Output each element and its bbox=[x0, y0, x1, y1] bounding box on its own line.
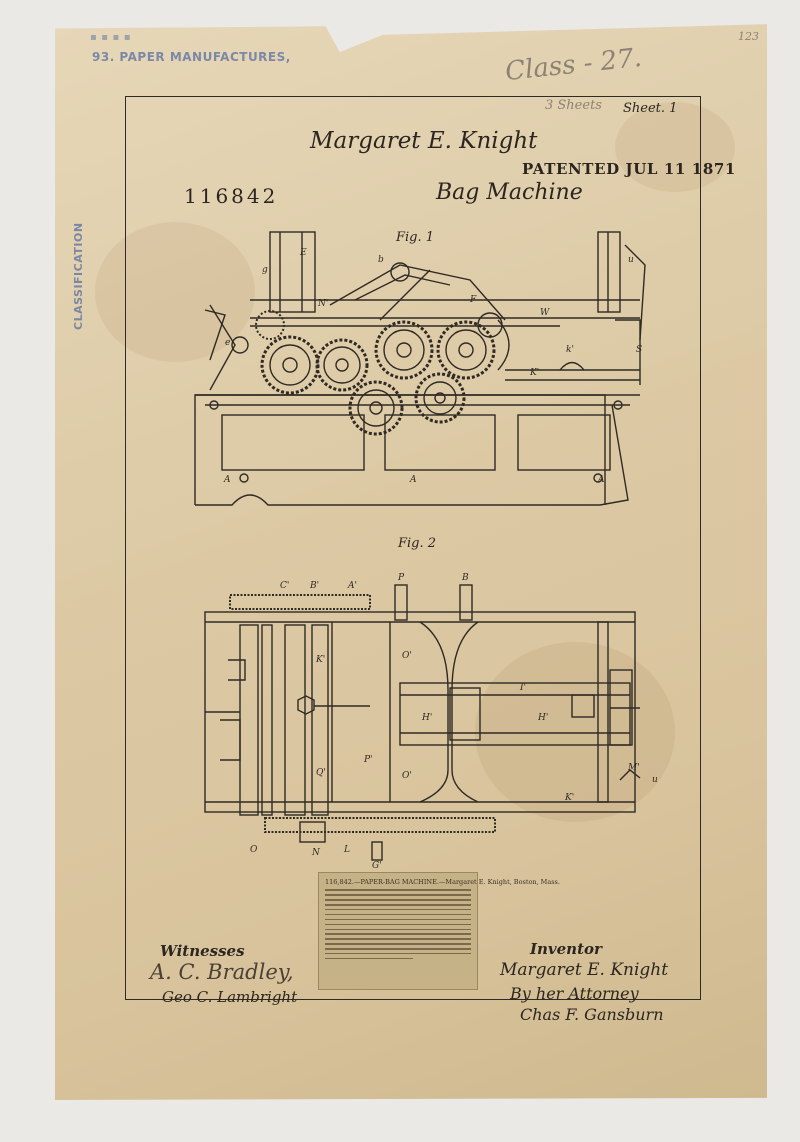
witness-1-signature: A. C. Bradley, bbox=[150, 960, 294, 984]
svg-text:E: E bbox=[299, 248, 307, 258]
fig1-reference-letters: Eg e N' bF Wk' K' A A A uS bbox=[223, 248, 642, 485]
svg-text:Q': Q' bbox=[316, 768, 326, 778]
svg-text:k': k' bbox=[566, 345, 574, 355]
inventor-heading: Margaret E. Knight bbox=[310, 128, 538, 154]
patent-number: 116842 bbox=[184, 184, 279, 208]
svg-text:N: N bbox=[311, 848, 321, 858]
svg-text:u: u bbox=[652, 775, 658, 785]
svg-text:B': B' bbox=[309, 581, 319, 591]
fig2-label: Fig. 2 bbox=[398, 536, 437, 551]
svg-text:K': K' bbox=[564, 793, 574, 803]
svg-text:O: O bbox=[250, 845, 258, 855]
svg-text:H': H' bbox=[537, 713, 548, 723]
fig1-gears bbox=[231, 310, 503, 436]
drawing-border bbox=[125, 96, 701, 1000]
svg-text:G': G' bbox=[372, 861, 382, 871]
svg-text:K': K' bbox=[529, 368, 539, 378]
svg-text:L: L bbox=[343, 845, 350, 855]
svg-text:C': C' bbox=[280, 581, 289, 591]
fig2-plan-view bbox=[204, 584, 641, 861]
svg-text:F: F bbox=[469, 295, 477, 305]
svg-text:H': H' bbox=[421, 713, 432, 723]
svg-text:K': K' bbox=[315, 655, 325, 665]
svg-text:W: W bbox=[540, 308, 550, 318]
svg-text:A: A bbox=[409, 475, 417, 485]
svg-text:O': O' bbox=[402, 771, 412, 781]
inventor-signature: Margaret E. Knight bbox=[500, 960, 669, 980]
sheets-pencil-note: 3 Sheets bbox=[545, 98, 602, 113]
attorney-signature: Chas F. Gansburn bbox=[520, 1005, 664, 1024]
svg-text:S: S bbox=[636, 345, 642, 355]
patented-date-stamp: PATENTED JUL 11 1871 bbox=[522, 160, 736, 178]
inventor-label: Inventor bbox=[530, 940, 602, 958]
svg-text:b: b bbox=[378, 255, 384, 265]
by-attorney-text: By her Attorney bbox=[510, 984, 639, 1003]
sheet-label: Sheet. 1 bbox=[623, 101, 678, 116]
office-stamp-faint: ▪ ▪ ▪ ▪ bbox=[90, 32, 132, 43]
svg-text:I': I' bbox=[519, 683, 526, 693]
svg-text:A: A bbox=[223, 475, 231, 485]
fig1-label: Fig. 1 bbox=[396, 230, 435, 245]
svg-text:B: B bbox=[461, 573, 469, 583]
witness-2-signature: Geo C. Lambright bbox=[162, 988, 298, 1006]
svg-text:O': O' bbox=[402, 651, 412, 661]
svg-text:A: A bbox=[597, 475, 605, 485]
patent-title: Bag Machine bbox=[436, 180, 583, 205]
pencil-corner-note: 123 bbox=[738, 30, 759, 43]
witnesses-label: Witnesses bbox=[160, 942, 245, 960]
svg-text:g: g bbox=[262, 265, 268, 275]
svg-text:P': P' bbox=[363, 755, 373, 765]
svg-text:P: P bbox=[397, 573, 405, 583]
svg-text:e: e bbox=[225, 338, 230, 348]
newspaper-clipping: 116,842.—PAPER-BAG MACHINE.—Margaret E. … bbox=[318, 872, 560, 990]
svg-text:N': N' bbox=[317, 299, 328, 309]
svg-text:u: u bbox=[628, 255, 634, 265]
svg-text:A': A' bbox=[347, 581, 357, 591]
svg-text:M': M' bbox=[627, 763, 640, 773]
clipping-header: 116,842.—PAPER-BAG MACHINE.—Margaret E. … bbox=[325, 878, 560, 886]
office-stamp: 93. PAPER MANUFACTURES, bbox=[92, 50, 291, 64]
